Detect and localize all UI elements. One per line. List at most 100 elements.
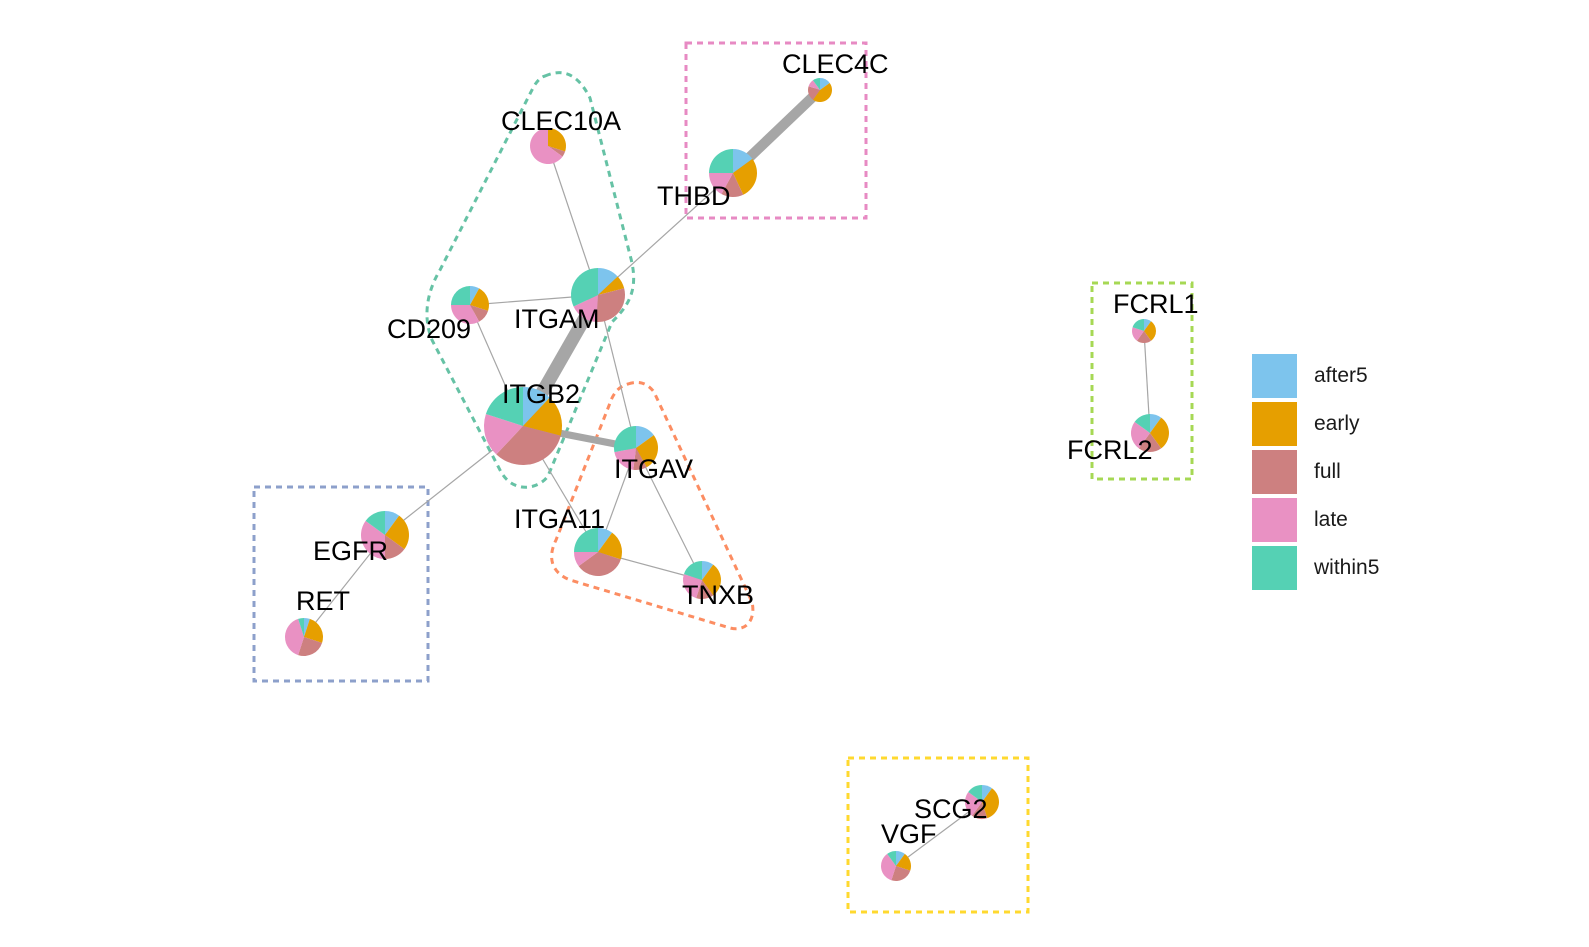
pie-slice-ITGB2-within5: [485, 387, 523, 426]
node-ITGAV: [614, 426, 658, 470]
cluster-fcrl-outline: [1090, 281, 1194, 481]
pie-slice-RET-within5: [298, 618, 304, 637]
pie-slice-RET-after5: [304, 618, 310, 637]
pie-slice-ITGA11-late: [574, 552, 598, 567]
pie-slice-THBD-early: [733, 158, 758, 195]
pie-slice-ITGAM-within5: [571, 268, 598, 307]
pie-slice-SCG2-after5: [982, 785, 992, 802]
pie-slice-ITGA11-early: [598, 532, 623, 560]
pie-slice-SCG2-full: [972, 802, 988, 819]
pie-slice-EGFR-early: [385, 515, 410, 550]
node-CLEC4C: [808, 78, 832, 102]
cluster-egfr-outline: [252, 485, 430, 683]
pie-slice-CD209-within5: [451, 286, 470, 305]
pie-slice-ITGB2-full: [496, 426, 561, 465]
node-ITGAM: [571, 268, 625, 322]
legend-item-within5: within5: [1252, 546, 1379, 590]
legend-label-after5: after5: [1314, 364, 1368, 387]
legend-label-full: full: [1314, 460, 1341, 483]
node-FCRL1: [1132, 319, 1157, 344]
node-VGF: [881, 851, 911, 881]
pie-slice-CLEC10A-early: [548, 128, 566, 152]
pie-slice-FCRL1-after5: [1144, 319, 1152, 331]
edge-SCG2-VGF: [895, 801, 983, 867]
pie-slice-THBD-full: [721, 173, 744, 197]
legend-label-within5: within5: [1314, 556, 1380, 579]
pie-slice-RET-early: [304, 618, 323, 643]
legend: after5 early full late within5: [1252, 354, 1379, 594]
label-THBD: THBD: [657, 181, 731, 211]
pie-slice-ITGAV-after5: [636, 426, 654, 448]
pie-slice-CLEC4C-late: [808, 80, 820, 90]
label-ITGAM: ITGAM: [514, 304, 600, 334]
label-CLEC10A: CLEC10A: [501, 106, 621, 136]
pie-slice-EGFR-full: [385, 535, 405, 559]
node-SCG2: [964, 784, 1000, 819]
label-EGFR: EGFR: [313, 536, 388, 566]
label-ITGAV: ITGAV: [614, 454, 693, 484]
pie-slice-RET-full: [298, 637, 323, 656]
legend-item-late: late: [1252, 498, 1379, 542]
legend-label-late: late: [1314, 508, 1348, 531]
pie-slice-ITGB2-after5: [523, 387, 550, 426]
legend-swatch-full: [1252, 450, 1297, 494]
node-THBD: [709, 149, 758, 197]
pie-slice-THBD-within5: [709, 149, 733, 173]
pie-slice-CLEC4C-within5: [812, 78, 820, 90]
pie-slice-VGF-after5: [896, 851, 905, 866]
pie-slice-ITGAM-late: [573, 295, 598, 322]
pie-slice-EGFR-within5: [365, 511, 385, 535]
pie-slice-ITGA11-within5: [574, 528, 598, 552]
pie-slice-TNXB-after5: [702, 561, 714, 580]
legend-item-full: full: [1252, 450, 1379, 494]
pie-slice-FCRL2-within5: [1134, 414, 1150, 433]
pie-slice-FCRL2-full: [1138, 433, 1162, 452]
edge-ITGAM-THBD: [597, 172, 734, 296]
pie-slice-FCRL2-late: [1130, 421, 1150, 449]
pie-slice-VGF-full: [891, 866, 911, 881]
pie-slice-CD209-after5: [470, 286, 480, 305]
pie-slice-CLEC10A-late: [530, 128, 563, 164]
legend-swatch-within5: [1252, 546, 1297, 590]
pie-slice-FCRL1-within5: [1132, 319, 1144, 331]
cluster-outlines: [252, 41, 1194, 914]
label-CLEC4C: CLEC4C: [782, 49, 889, 79]
node-FCRL2: [1130, 414, 1170, 452]
label-VGF: VGF: [881, 819, 937, 849]
cluster-itgav-outline: [550, 380, 755, 631]
pie-slice-ITGB2-early: [523, 397, 562, 436]
pie-slice-ITGAM-after5: [598, 268, 618, 295]
pie-slice-ITGAV-late: [614, 448, 636, 470]
pie-slice-CLEC4C-after5: [820, 78, 830, 90]
pie-slice-ITGA11-full: [578, 552, 621, 577]
node-CLEC10A: [530, 128, 566, 164]
node-RET: [285, 618, 323, 656]
pie-slice-ITGA11-after5: [598, 528, 613, 552]
pie-slice-EGFR-after5: [385, 511, 400, 535]
pie-slice-RET-late: [285, 618, 304, 656]
legend-item-early: early: [1252, 402, 1379, 446]
pie-slice-SCG2-late: [964, 792, 982, 816]
node-CD209: [451, 286, 490, 324]
pie-slice-ITGB2-late: [484, 413, 523, 455]
node-TNXB: [683, 561, 721, 599]
pie-slice-ITGAV-early: [636, 435, 658, 468]
pie-slice-SCG2-early: [982, 788, 1000, 819]
label-FCRL2: FCRL2: [1067, 435, 1153, 465]
nodes: [285, 78, 1170, 881]
node-ITGB2: [484, 387, 562, 465]
pie-slice-CD209-early: [470, 288, 490, 311]
pie-slice-VGF-within5: [887, 851, 896, 866]
pie-slice-CLEC4C-full: [808, 86, 820, 100]
cluster-itgam-outline: [425, 71, 636, 489]
label-ITGB2: ITGB2: [502, 379, 580, 409]
cluster-scg2-outline: [846, 756, 1030, 914]
legend-item-after5: after5: [1252, 354, 1379, 398]
legend-swatch-after5: [1252, 354, 1297, 398]
pie-slice-ITGAM-full: [596, 288, 625, 322]
pie-slice-THBD-late: [709, 173, 733, 195]
pie-slice-FCRL2-early: [1150, 417, 1170, 449]
pie-slice-CD209-full: [470, 305, 489, 322]
pie-slice-ITGAV-full: [633, 448, 647, 470]
